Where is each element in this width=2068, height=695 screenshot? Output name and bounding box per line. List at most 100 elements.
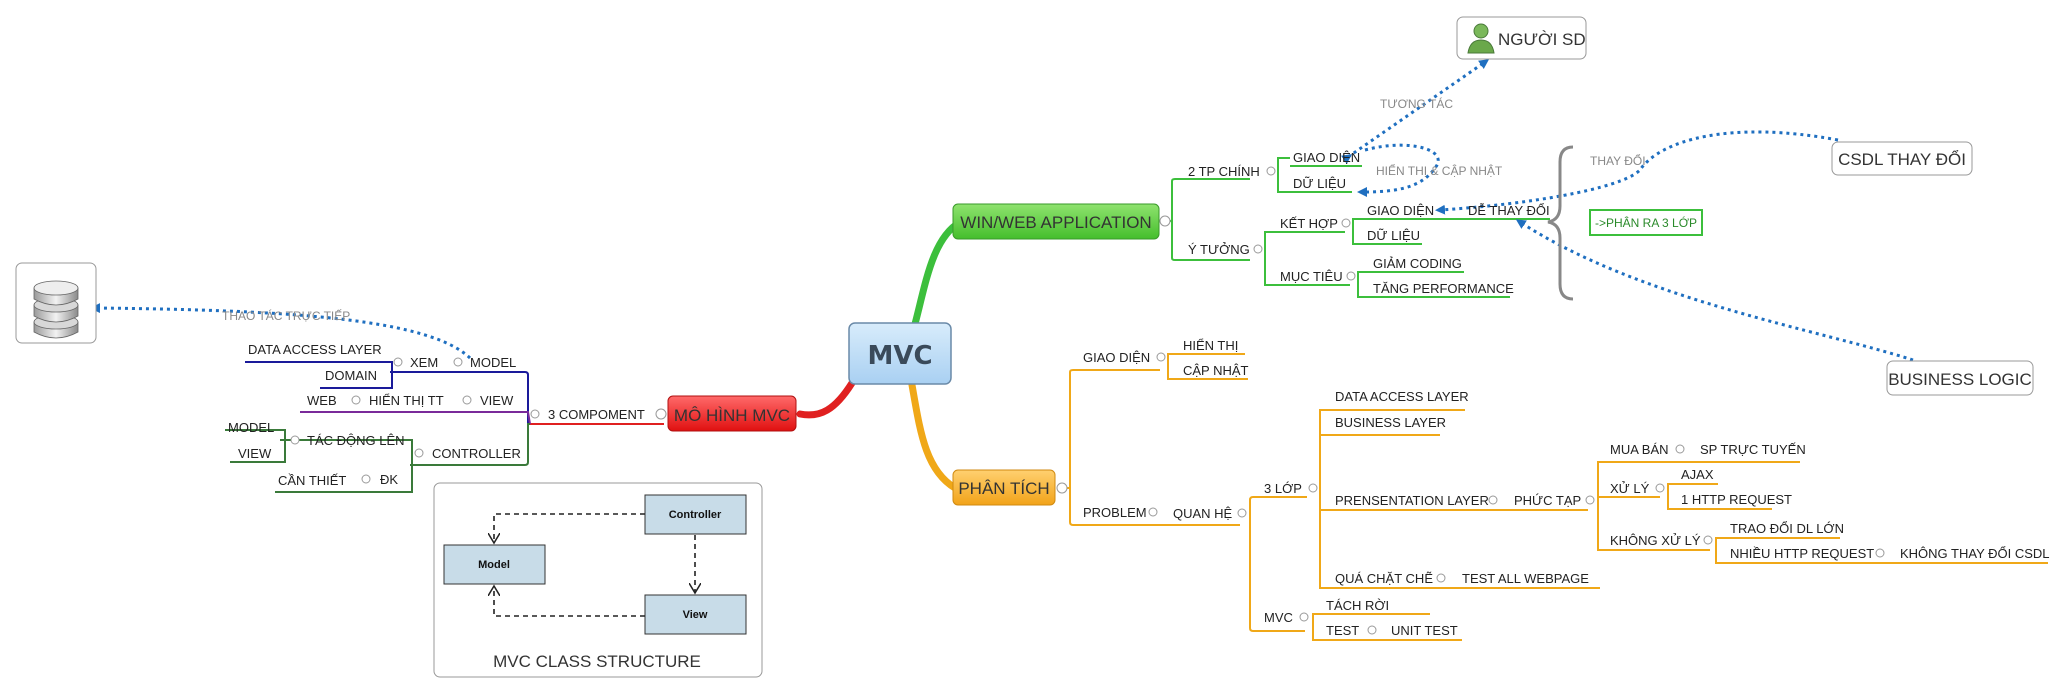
topic-phan-tich[interactable]: PHÂN TÍCH <box>952 469 1056 506</box>
collapse-toggle[interactable] <box>290 435 300 445</box>
uml-model-label: Model <box>478 559 510 571</box>
subtopic-cap-nhat[interactable]: CẬP NHẬT <box>1183 363 1249 378</box>
subtopic-view[interactable]: VIEW <box>480 393 514 408</box>
collapse-toggle[interactable] <box>1655 483 1665 493</box>
subtopic-khong-xu-ly[interactable]: KHÔNG XỬ LÝ <box>1610 533 1701 548</box>
subtopic-quan-he[interactable]: QUAN HỆ <box>1173 506 1233 521</box>
topic-mo-hinh-mvc[interactable]: MÔ HÌNH MVC <box>667 395 797 432</box>
subtopic-xu-ly[interactable]: XỬ LÝ <box>1610 481 1650 496</box>
subtopic-muc-tieu[interactable]: MỤC TIÊU <box>1280 269 1343 284</box>
collapse-toggle[interactable] <box>1299 612 1309 622</box>
subtopic-pt-giao-dien[interactable]: GIAO DIỆN <box>1083 350 1150 365</box>
central-topic[interactable]: MVC <box>848 322 952 385</box>
subtopic-kh-giao-dien[interactable]: GIAO DIỆN <box>1367 203 1434 218</box>
subtopic-phuc-tap[interactable]: PHỨC TẠP <box>1514 493 1581 508</box>
subtopic-2-tp-chinh[interactable]: 2 TP CHÍNH <box>1188 164 1260 179</box>
collapse-toggle[interactable] <box>1675 444 1685 454</box>
user-icon <box>1467 23 1495 54</box>
subtopic-ket-hop[interactable]: KẾT HỢP <box>1280 216 1338 231</box>
subtopic-khong-thay-doi-csdl[interactable]: KHÔNG THAY ĐỔI CSDL <box>1900 546 2050 561</box>
subtopic-du-lieu[interactable]: DỮ LIỆU <box>1293 176 1346 191</box>
subtopic-ctrl-model[interactable]: MODEL <box>228 420 274 435</box>
subtopic-3-lop[interactable]: 3 LỚP <box>1264 481 1302 496</box>
collapse-toggle[interactable] <box>1253 244 1263 254</box>
mvc-class-structure-image: Controller Model View MVC CLASS STRUCTUR… <box>433 482 763 678</box>
collapse-toggle[interactable] <box>1488 495 1498 505</box>
subtopic-kh-du-lieu[interactable]: DỮ LIỆU <box>1367 228 1420 243</box>
subtopic-tach-roi[interactable]: TÁCH RỜI <box>1326 598 1389 613</box>
subtopic-trao-doi-dl-lon[interactable]: TRAO ĐỔI DL LỚN <box>1730 521 1844 536</box>
subtopic-mua-ban[interactable]: MUA BÁN <box>1610 442 1669 457</box>
subtopic-qua-chat-che[interactable]: QUÁ CHẶT CHẼ <box>1335 571 1433 586</box>
collapse-toggle[interactable] <box>655 408 667 420</box>
database-icon[interactable] <box>15 262 97 344</box>
subtopic-problem[interactable]: PROBLEM <box>1083 505 1147 520</box>
collapse-toggle[interactable] <box>1875 548 1885 558</box>
subtopic-dk[interactable]: ĐK <box>380 472 398 487</box>
subtopic-nhieu-http-request[interactable]: NHIỀU HTTP REQUEST <box>1730 546 1874 561</box>
collapse-toggle[interactable] <box>1341 218 1351 228</box>
subtopic-hien-thi-tt[interactable]: HIỂN THỊ TT <box>369 393 444 408</box>
collapse-toggle[interactable] <box>414 448 424 458</box>
collapse-toggle[interactable] <box>1266 166 1276 176</box>
subtopic-de-thay-doi[interactable]: DỄ THAY ĐỔI <box>1468 203 1550 218</box>
subtopic-mvc[interactable]: MVC <box>1264 610 1293 625</box>
mo-hinh-lines <box>225 361 664 493</box>
brace <box>1547 145 1574 301</box>
callout-phan-ra-label: ->PHÂN RA 3 LỚP <box>1595 215 1697 230</box>
topic-win-web[interactable]: WIN/WEB APPLICATION <box>952 203 1160 240</box>
subtopic-ajax[interactable]: AJAX <box>1681 467 1714 482</box>
subtopic-1-http-request[interactable]: 1 HTTP REQUEST <box>1681 492 1792 507</box>
subtopic-test[interactable]: TEST <box>1326 623 1359 638</box>
collapse-toggle[interactable] <box>1436 573 1446 583</box>
subtopic-presentation-layer[interactable]: PRENSENTATION LAYER <box>1335 493 1489 508</box>
floating-topic-nguoi-sd-label: NGƯỜI SD <box>1498 30 1586 49</box>
subtopic-model[interactable]: MODEL <box>470 355 516 370</box>
subtopic-web[interactable]: WEB <box>307 393 337 408</box>
collapse-toggle[interactable] <box>530 409 540 419</box>
collapse-toggle[interactable] <box>361 474 371 484</box>
subtopic-data-access-layer[interactable]: DATA ACCESS LAYER <box>1335 389 1469 404</box>
collapse-toggle[interactable] <box>1703 535 1713 545</box>
callout-phan-ra-3-lop[interactable]: ->PHÂN RA 3 LỚP <box>1589 209 1703 236</box>
subtopic-unit-test[interactable]: UNIT TEST <box>1391 623 1458 638</box>
collapse-toggle[interactable] <box>1148 507 1158 517</box>
floating-topic-csdl-thay-doi[interactable]: CSDL THAY ĐỔI <box>1831 141 1973 176</box>
floating-topic-nguoi-sd[interactable]: NGƯỜI SD <box>1456 16 1587 60</box>
collapse-toggle[interactable] <box>351 395 361 405</box>
subtopic-giam-coding[interactable]: GIẢM CODING <box>1373 256 1462 271</box>
subtopic-can-thiet[interactable]: CẦN THIẾT <box>278 473 346 488</box>
collapse-toggle[interactable] <box>1308 483 1318 493</box>
subtopic-business-layer[interactable]: BUSINESS LAYER <box>1335 415 1446 430</box>
collapse-toggle[interactable] <box>462 395 472 405</box>
collapse-toggle[interactable] <box>1056 482 1068 494</box>
floating-topic-business-logic[interactable]: BUSINESS LOGIC <box>1886 360 2034 396</box>
win-web-lines <box>1160 157 1550 298</box>
subtopic-giao-dien[interactable]: GIAO DIỆN <box>1293 150 1360 165</box>
collapse-toggle[interactable] <box>1346 271 1356 281</box>
subtopic-tac-dong-len[interactable]: TÁC ĐỘNG LÊN <box>307 433 405 448</box>
collapse-toggle[interactable] <box>1156 352 1166 362</box>
subtopic-controller[interactable]: CONTROLLER <box>432 446 521 461</box>
subtopic-domain[interactable]: DOMAIN <box>325 368 377 383</box>
subtopic-sp-truc-tuyen[interactable]: SP TRỰC TUYẾN <box>1700 442 1806 457</box>
collapse-toggle[interactable] <box>453 357 463 367</box>
collapse-toggle[interactable] <box>393 357 403 367</box>
subtopic-ctrl-view[interactable]: VIEW <box>238 446 272 461</box>
collapse-toggle[interactable] <box>1159 215 1171 227</box>
uml-model-box: Model <box>443 544 546 585</box>
relationship-label-thao-tac: THAO TÁC TRỰC TIẾP <box>222 308 350 323</box>
subtopic-xem[interactable]: XEM <box>410 355 438 370</box>
main-branches <box>796 218 964 492</box>
subtopic-3-compoment[interactable]: 3 COMPOMENT <box>548 407 645 422</box>
subtopic-hien-thi[interactable]: HIỂN THỊ <box>1183 338 1238 353</box>
subtopic-test-all-webpage[interactable]: TEST ALL WEBPAGE <box>1462 571 1589 586</box>
collapse-toggle[interactable] <box>1367 625 1377 635</box>
collapse-toggle[interactable] <box>1237 508 1247 518</box>
subtopic-data-access-layer-left[interactable]: DATA ACCESS LAYER <box>248 342 382 357</box>
subtopic-tang-performance[interactable]: TĂNG PERFORMANCE <box>1373 281 1514 296</box>
subtopic-y-tuong[interactable]: Ý TƯỞNG <box>1188 242 1250 257</box>
collapse-toggle[interactable] <box>1585 495 1595 505</box>
uml-view-box: View <box>644 594 747 635</box>
